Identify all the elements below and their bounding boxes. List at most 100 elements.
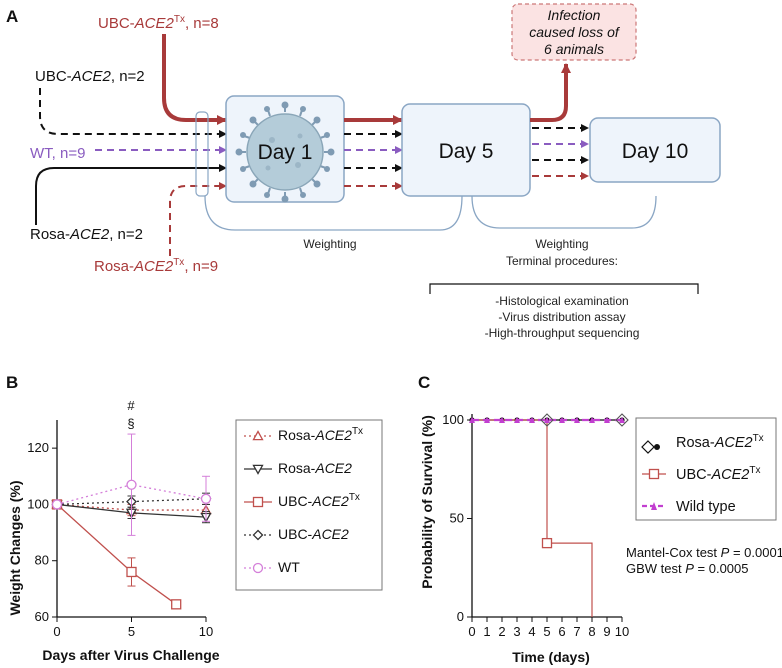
group-bracket <box>195 111 209 197</box>
panel-c-censor-diamond <box>615 413 629 427</box>
group-label-rosa-ace2: Rosa-ACE2, n=2 <box>30 226 143 243</box>
panel-b-point-ubc-ace2tx <box>171 599 182 610</box>
panel-c-point-wild-type <box>559 417 565 423</box>
panel-b-point-wt <box>200 493 212 504</box>
procedures-bracket <box>429 283 699 294</box>
panel-b-legend-marker-rosa-ace2 <box>252 464 264 475</box>
panel-c-point-wild-type <box>484 417 490 423</box>
weighting-bracket-2 <box>471 195 657 229</box>
arrow-d5-infection <box>530 63 571 122</box>
panel-c-xtick-label: 10 <box>615 624 629 639</box>
procedure-3: -High-throughput sequencing <box>485 326 640 340</box>
panel-b-xtick-label: 10 <box>199 624 213 639</box>
panel-c-point-wild-type <box>514 417 520 423</box>
procedure-1: -Histological examination <box>495 294 628 308</box>
group-label-wt: WT, n=9 <box>30 145 85 162</box>
group-label-ubc-ace2: UBC-ACE2, n=2 <box>35 68 145 85</box>
stat-gbw: GBW test P = 0.0005 <box>626 561 748 576</box>
panel-c-xtick-label: 7 <box>573 624 580 639</box>
panel-b-legend-label-wt: WT <box>278 559 300 575</box>
group-label-rosa-ace2-tx: Rosa-ACE2Tx, n=9 <box>94 257 218 275</box>
panel-c-censor-diamond <box>540 413 554 427</box>
panel-b-legend-label-ubc-ace2tx: UBC-ACE2Tx <box>278 492 360 509</box>
panel-b-point-wt <box>51 499 63 510</box>
panel-c-ytick-label: 50 <box>450 511 464 526</box>
panel-c-ytick-label: 0 <box>457 609 464 624</box>
group-label-ubc-ace2-tx: UBC-ACE2Tx, n=8 <box>98 14 219 32</box>
panel-b-legend-label-rosa-ace2tx: Rosa-ACE2Tx <box>278 426 363 443</box>
panel-c-point-wild-type <box>574 417 580 423</box>
panel-c-point-wild-type <box>499 417 505 423</box>
panel-c-series-line-ubc-ace2tx <box>472 419 593 617</box>
panel-c-xtick-label: 8 <box>588 624 595 639</box>
day5-label: Day 5 <box>439 140 494 163</box>
panel-b-series-line-ubc-ace2tx <box>56 503 177 605</box>
arrow-ubc-tx-in <box>162 34 227 125</box>
day5-box <box>401 103 531 197</box>
panel-c-point-wild-type <box>589 417 595 423</box>
panel-c-legend-label-ubc-ace2tx: UBC-ACE2Tx <box>676 465 760 483</box>
panel-c-legend-label-wild-type: Wild type <box>676 499 736 515</box>
panel-b-point-wt <box>126 479 137 490</box>
terminal-procedures-label: Terminal procedures: <box>506 254 618 268</box>
panel-b-series-line-wt <box>56 484 207 506</box>
panel-c-ylabel: Probability of Survival (%) <box>419 415 435 588</box>
panel-c-censor-ubc-ace2tx <box>541 537 553 549</box>
panel-b-annotation-section: § <box>127 416 134 431</box>
panel-b-ytick-label: 100 <box>27 496 49 511</box>
panel-c-xtick-label: 0 <box>468 624 475 639</box>
panel-c-point-wild-type <box>604 417 610 423</box>
panel-c-xtick-label: 1 <box>483 624 490 639</box>
infection-note-line-2: caused loss of <box>529 24 621 40</box>
panel-c-xtick-label: 6 <box>558 624 565 639</box>
panel-b-xtick-label: 0 <box>53 624 60 639</box>
weighting-bracket-1 <box>204 195 463 231</box>
panel-b-legend-marker-ubc-ace2 <box>252 529 264 541</box>
panel-c-ytick-label: 100 <box>442 412 464 427</box>
day1-label: Day 1 <box>258 141 313 164</box>
panel-c-legend-marker-wild-type <box>651 502 657 510</box>
panel-c-xtick-label: 4 <box>528 624 535 639</box>
panel-b-ylabel: Weight Changes (%) <box>7 480 23 615</box>
infection-note-box <box>511 3 637 61</box>
panel-c-legend-dot-rosa-ace2tx <box>654 444 660 450</box>
panel-c-legend-marker-ubc-ace2tx <box>648 468 660 480</box>
day10-label: Day 10 <box>622 140 689 163</box>
weighting-label-1: Weighting <box>303 237 356 251</box>
panel-c-point-wild-type <box>469 417 475 423</box>
panel-b-legend-marker-rosa-ace2tx <box>252 430 264 441</box>
weighting-label-2: Weighting <box>535 237 588 251</box>
panel-b-ytick-label: 60 <box>35 609 49 624</box>
stat-mantel-cox: Mantel-Cox test P = 0.0001 <box>626 545 782 560</box>
panel-b-legend-label-ubc-ace2: UBC-ACE2 <box>278 526 349 542</box>
panel-c-xlabel: Time (days) <box>512 649 590 665</box>
arrow-rosa-in <box>35 164 227 225</box>
panel-c-label: C <box>418 373 430 392</box>
panel-b-ytick-label: 120 <box>27 440 49 455</box>
panel-b-ytick-label: 80 <box>35 553 49 568</box>
panel-a: A UBC-ACE2Tx, n=8 UBC-ACE2, n=2 WT, n=9 … <box>6 3 721 340</box>
panel-b-xlabel: Days after Virus Challenge <box>42 647 219 663</box>
virus-icon <box>235 101 335 203</box>
infection-note-line-1: Infection <box>548 7 601 23</box>
panel-b-legend-label-rosa-ace2: Rosa-ACE2 <box>278 460 352 476</box>
panel-c-legend-marker-rosa-ace2tx <box>641 440 655 454</box>
panel-b-legend-marker-ubc-ace2tx <box>252 496 264 508</box>
panel-c-point-wild-type <box>529 417 535 423</box>
panel-a-label: A <box>6 7 18 26</box>
panel-b-label: B <box>6 373 18 392</box>
arrow-rosa-tx-in <box>169 182 227 256</box>
panel-c-point-wild-type <box>544 417 550 423</box>
infection-note-line-3: 6 animals <box>544 41 604 57</box>
panel-c-legend-box <box>635 417 777 521</box>
panel-c-xtick-label: 2 <box>498 624 505 639</box>
panel-c-xtick-label: 9 <box>603 624 610 639</box>
